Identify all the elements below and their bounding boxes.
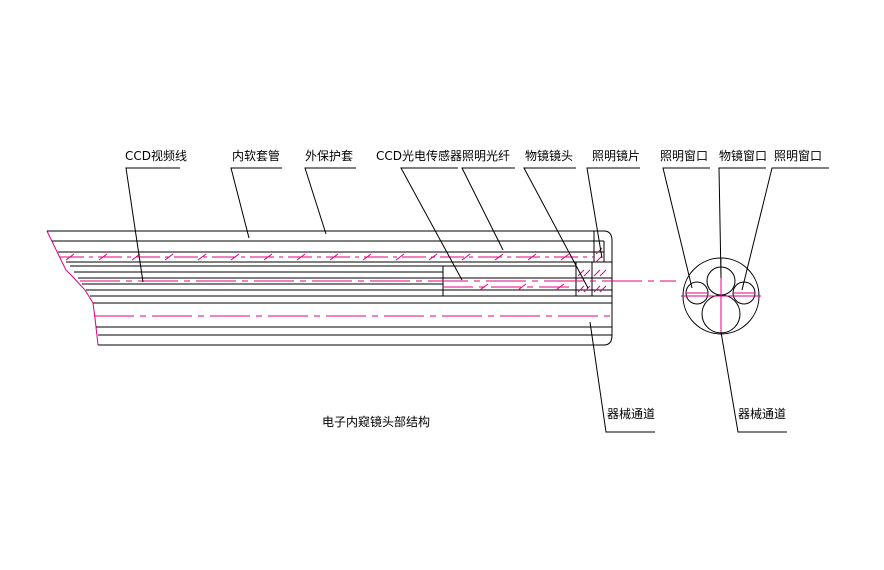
fiber-tick [164, 253, 174, 261]
label-illumination-lens: 照明镜片 [592, 148, 640, 163]
fiber-tick [560, 253, 570, 261]
label-outer-protective-sheath: 外保护套 [305, 149, 353, 163]
fiber-tick [197, 253, 207, 261]
label-illumination-window-left: 照明窗口 [660, 149, 708, 163]
label-objective-lens: 物镜镜头 [525, 148, 573, 163]
fiber-tick [329, 253, 339, 261]
fiber-tick [296, 253, 306, 261]
fiber-tick [395, 253, 405, 261]
label-instrument-channel-end: 器械通道 [738, 406, 786, 421]
label-inner-soft-tube: 内软套管 [232, 148, 280, 163]
leader-lines [125, 167, 829, 433]
labels: CCD视频线 内软套管 外保护套 CCD光电传感器 照明光纤 物镜镜头 照明镜片… [125, 148, 822, 429]
fiber-tick [65, 253, 75, 261]
label-instrument-channel-side: 器械通道 [607, 406, 655, 421]
label-objective-window: 物镜窗口 [719, 148, 767, 163]
label-ccd-video-cable: CCD视频线 [125, 148, 187, 163]
fiber-tick [479, 283, 489, 291]
fiber-tick [263, 253, 273, 261]
break-line [46, 230, 99, 346]
label-illumination-window-right: 照明窗口 [774, 149, 822, 163]
fiber-tick [98, 253, 108, 261]
fiber-tick [555, 283, 565, 291]
side-view-centerlines [60, 247, 676, 317]
diagram-caption: 电子内窥镜头部结构 [322, 414, 430, 429]
fiber-tick [461, 253, 471, 261]
label-illumination-fiber: 照明光纤 [462, 149, 510, 163]
fiber-tick [428, 253, 438, 261]
fiber-hatch-ticks [65, 253, 570, 291]
fiber-tick [527, 253, 537, 261]
fiber-tick [230, 253, 240, 261]
side-view-body [46, 230, 613, 346]
label-ccd-sensor: CCD光电传感器 [376, 148, 462, 163]
fiber-tick [362, 253, 372, 261]
fiber-tick [517, 283, 527, 291]
fiber-tick [494, 253, 504, 261]
